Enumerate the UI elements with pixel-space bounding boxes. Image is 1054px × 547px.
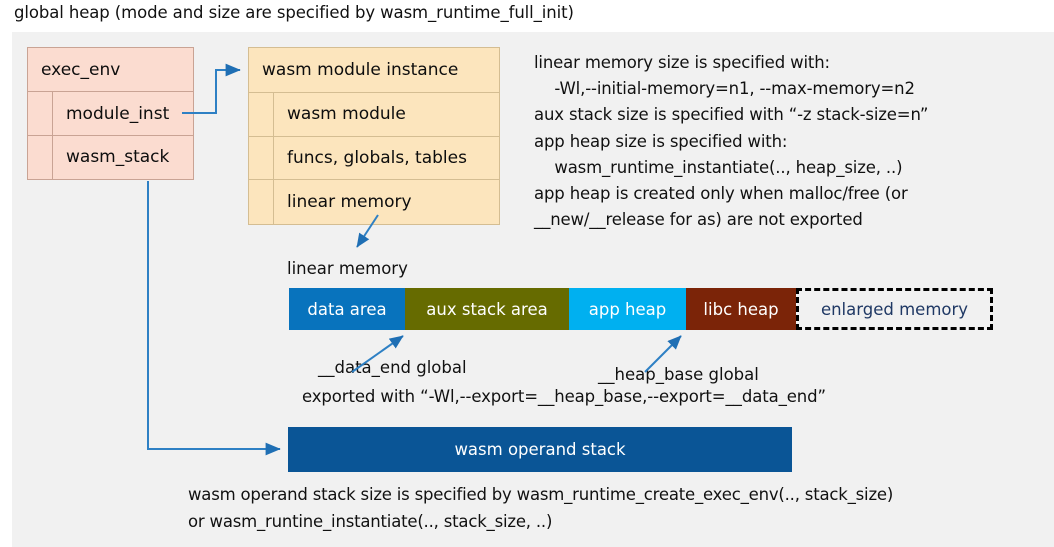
wmi-indent-cell-3 [249, 180, 274, 224]
page-title: global heap (mode and size are specified… [14, 3, 574, 22]
wmi-field-linear-memory: linear memory [249, 180, 499, 224]
wmi-funcs-globals-tables-label: funcs, globals, tables [287, 147, 467, 168]
annotation-data-end: __data_end global [318, 358, 467, 377]
exec-env-field-wasm-stack: wasm_stack [28, 135, 193, 179]
wmi-indent-cell-2 [249, 136, 274, 180]
wmi-linear-memory-label: linear memory [287, 192, 412, 213]
exec-env-wasm-stack-label: wasm_stack [66, 147, 170, 168]
wmi-title-row: wasm module instance [249, 48, 499, 93]
exec-env-module-inst-label: module_inst [66, 103, 170, 124]
exec-env-title-label: exec_env [41, 59, 121, 80]
wmi-field-funcs-globals-tables: funcs, globals, tables [249, 136, 499, 181]
exec-env-field-module-inst: module_inst [28, 92, 193, 136]
wasm-module-instance-box: wasm module instance wasm module funcs, … [248, 47, 500, 225]
wasm-operand-stack-box: wasm operand stack [288, 427, 792, 472]
memory-segment-app-heap: app heap [569, 288, 686, 330]
memory-segment-data-area: data area [289, 288, 405, 330]
wmi-title-label: wasm module instance [262, 59, 459, 80]
exec-env-indent-cell-2 [28, 135, 53, 179]
exec-env-title-row: exec_env [28, 48, 193, 93]
memory-segment-enlarged-memory: enlarged memory [796, 288, 993, 330]
memory-segment-aux-stack-area: aux stack area [405, 288, 569, 330]
annotation-heap-base: __heap_base global [598, 365, 759, 384]
memory-segment-libc-heap: libc heap [686, 288, 796, 330]
wmi-field-wasm-module: wasm module [249, 92, 499, 137]
annotation-exported-with: exported with “-Wl,--export=__heap_base,… [302, 387, 826, 406]
exec-env-indent-cell-1 [28, 92, 53, 135]
wmi-indent-cell-1 [249, 92, 274, 136]
exec-env-box: exec_env module_inst wasm_stack [27, 47, 194, 180]
wmi-wasm-module-label: wasm module [287, 104, 406, 125]
linear-memory-note: linear memory size is specified with: -W… [534, 53, 929, 230]
linear-memory-caption: linear memory [287, 259, 408, 278]
operand-stack-note: wasm operand stack size is specified by … [188, 485, 894, 531]
